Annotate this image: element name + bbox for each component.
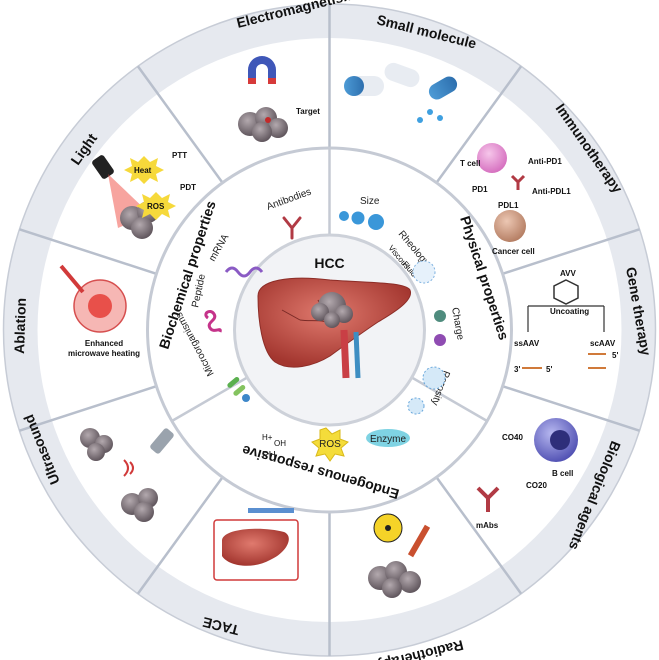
tumor-cluster-ultra-top — [80, 428, 113, 461]
porosity-small-icon — [407, 397, 425, 415]
b-cell-nucleus-icon — [550, 430, 570, 450]
label-pdl1: PDL1 — [498, 201, 519, 210]
label-enhanced-line1: Enhanced — [85, 339, 123, 348]
label-ros-light: ROS — [147, 202, 165, 211]
magnet-icon — [248, 56, 276, 84]
mrna-icon — [224, 266, 264, 278]
label-cancer-cell: Cancer cell — [492, 247, 535, 256]
label-ph: PH — [262, 450, 276, 461]
radiation-probe-icon — [407, 524, 431, 558]
tace-frame — [213, 519, 299, 581]
segment-divider-line — [435, 476, 523, 595]
syringe-icon — [248, 508, 294, 513]
label-mabs: mAbs — [476, 521, 499, 530]
liver-illustration — [257, 277, 411, 379]
t-cell-icon — [477, 143, 507, 173]
label-h-plus: H+ — [262, 433, 273, 442]
tumor-cluster-ultra-bottom — [121, 488, 158, 522]
label-scaav: scAAV — [590, 339, 616, 348]
label-co20: CO20 — [526, 481, 547, 490]
segment-dividers — [19, 4, 640, 656]
cancer-cell-icon — [494, 210, 526, 242]
label-enzyme: Enzyme — [370, 434, 407, 445]
segment-divider-line — [502, 228, 640, 275]
gene-arrows-icon — [527, 305, 605, 332]
label-ablation: Ablation — [11, 298, 29, 355]
segment-divider-line — [19, 228, 157, 275]
property-dividers — [171, 148, 488, 423]
antibody-immuno-icon — [510, 174, 526, 190]
label-target: Target — [296, 107, 320, 116]
segment-divider-line — [136, 476, 224, 595]
label-t-cell: T cell — [460, 159, 480, 168]
radiation-center-icon — [385, 525, 391, 531]
tumor-cluster-radio — [368, 561, 421, 598]
porosity-icon — [422, 366, 446, 390]
ultrasound-probe-icon — [150, 428, 174, 454]
label-anti-pd1: Anti-PD1 — [528, 157, 562, 166]
label-anti-pdl1: Anti-PDL1 — [532, 187, 571, 196]
label-5prime-ss: 5' — [546, 365, 552, 374]
label-heat: Heat — [134, 166, 152, 175]
label-b-cell: B cell — [552, 469, 573, 478]
label-size: Size — [360, 196, 380, 207]
heat-burst-icon — [124, 156, 164, 184]
label-ptt: PTT — [172, 151, 187, 160]
label-ros-center: ROS — [319, 439, 341, 450]
avv-capsid-icon — [553, 279, 579, 305]
segment-divider-line — [502, 385, 640, 432]
charge-pos-icon — [434, 334, 446, 346]
label-ssaav: ssAAV — [514, 339, 540, 348]
size-icon — [339, 211, 384, 230]
charge-neg-icon — [434, 310, 446, 322]
label-5prime-sc: 5' — [612, 351, 618, 360]
center-title: HCC — [314, 255, 344, 271]
enzyme-icon — [366, 429, 410, 447]
segment-divider-line — [136, 65, 224, 184]
ros-burst-icon — [311, 427, 349, 462]
ros-burst-light-icon — [136, 192, 176, 220]
ablation-needle-icon — [59, 264, 85, 294]
label-pdt: PDT — [180, 183, 196, 192]
capsule-icon — [344, 62, 458, 123]
segment-divider-line — [19, 385, 157, 432]
label-enhanced-line2: microwave heating — [68, 349, 140, 358]
antibody-icon — [282, 216, 302, 240]
label-3prime: 3' — [514, 365, 520, 374]
microorganism-icon — [227, 376, 250, 402]
segment-divider-line — [435, 65, 523, 184]
tumor-cluster-electro — [238, 107, 288, 142]
ultrasound-waves-icon — [123, 459, 134, 477]
rheology-icon — [412, 260, 436, 284]
label-oh: OH — [274, 439, 286, 448]
property-divider-line — [171, 376, 248, 423]
ablation-core-icon — [88, 294, 112, 318]
label-avv: AVV — [560, 269, 577, 278]
mabs-icon — [476, 486, 500, 512]
peptide-icon — [204, 310, 222, 333]
label-uncoating: Uncoating — [550, 307, 589, 316]
property-divider-line — [411, 376, 488, 423]
label-pd1: PD1 — [472, 185, 488, 194]
tace-liver-icon — [222, 528, 289, 566]
scaav-strand-icon — [588, 353, 606, 369]
label-co40: CO40 — [502, 433, 523, 442]
